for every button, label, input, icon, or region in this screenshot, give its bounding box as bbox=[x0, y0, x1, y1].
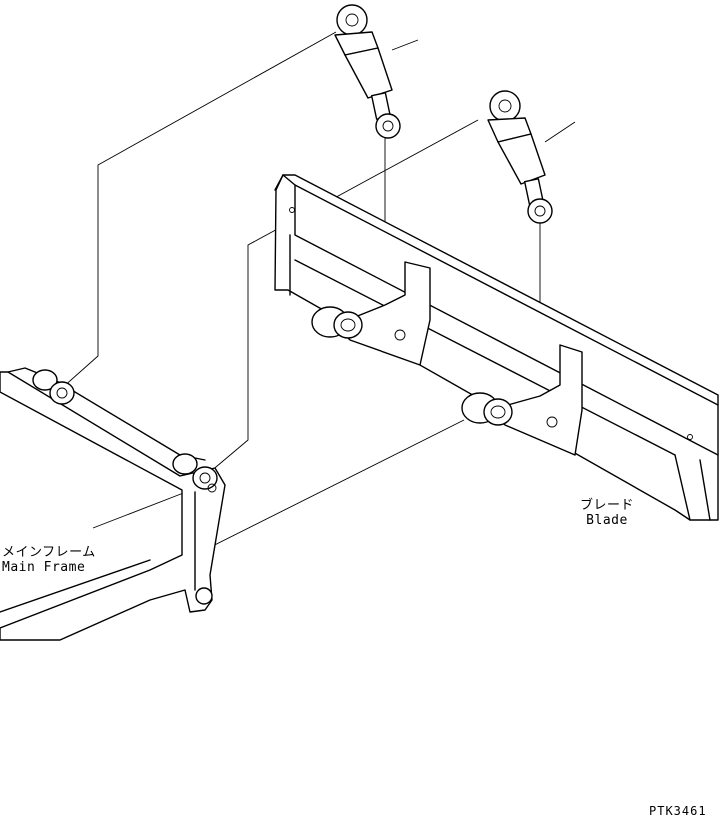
blade-label-en: Blade bbox=[586, 513, 628, 528]
blade bbox=[274, 174, 719, 521]
main-frame-label-en: Main Frame bbox=[2, 560, 86, 575]
blade-label: ブレード Blade bbox=[576, 498, 638, 528]
main-frame-label-jp: メインフレーム bbox=[2, 545, 96, 560]
main-frame bbox=[0, 367, 226, 641]
cylinder-left bbox=[334, 4, 401, 139]
cylinder-right bbox=[487, 90, 553, 224]
main-frame-label: メインフレーム Main Frame bbox=[2, 545, 96, 575]
leader-lines bbox=[54, 31, 576, 626]
blade-bracket-left bbox=[311, 261, 431, 366]
blade-bracket-right bbox=[461, 344, 583, 456]
blade-label-jp: ブレード bbox=[579, 498, 634, 513]
drawing-code: PTK3461 bbox=[649, 804, 707, 818]
